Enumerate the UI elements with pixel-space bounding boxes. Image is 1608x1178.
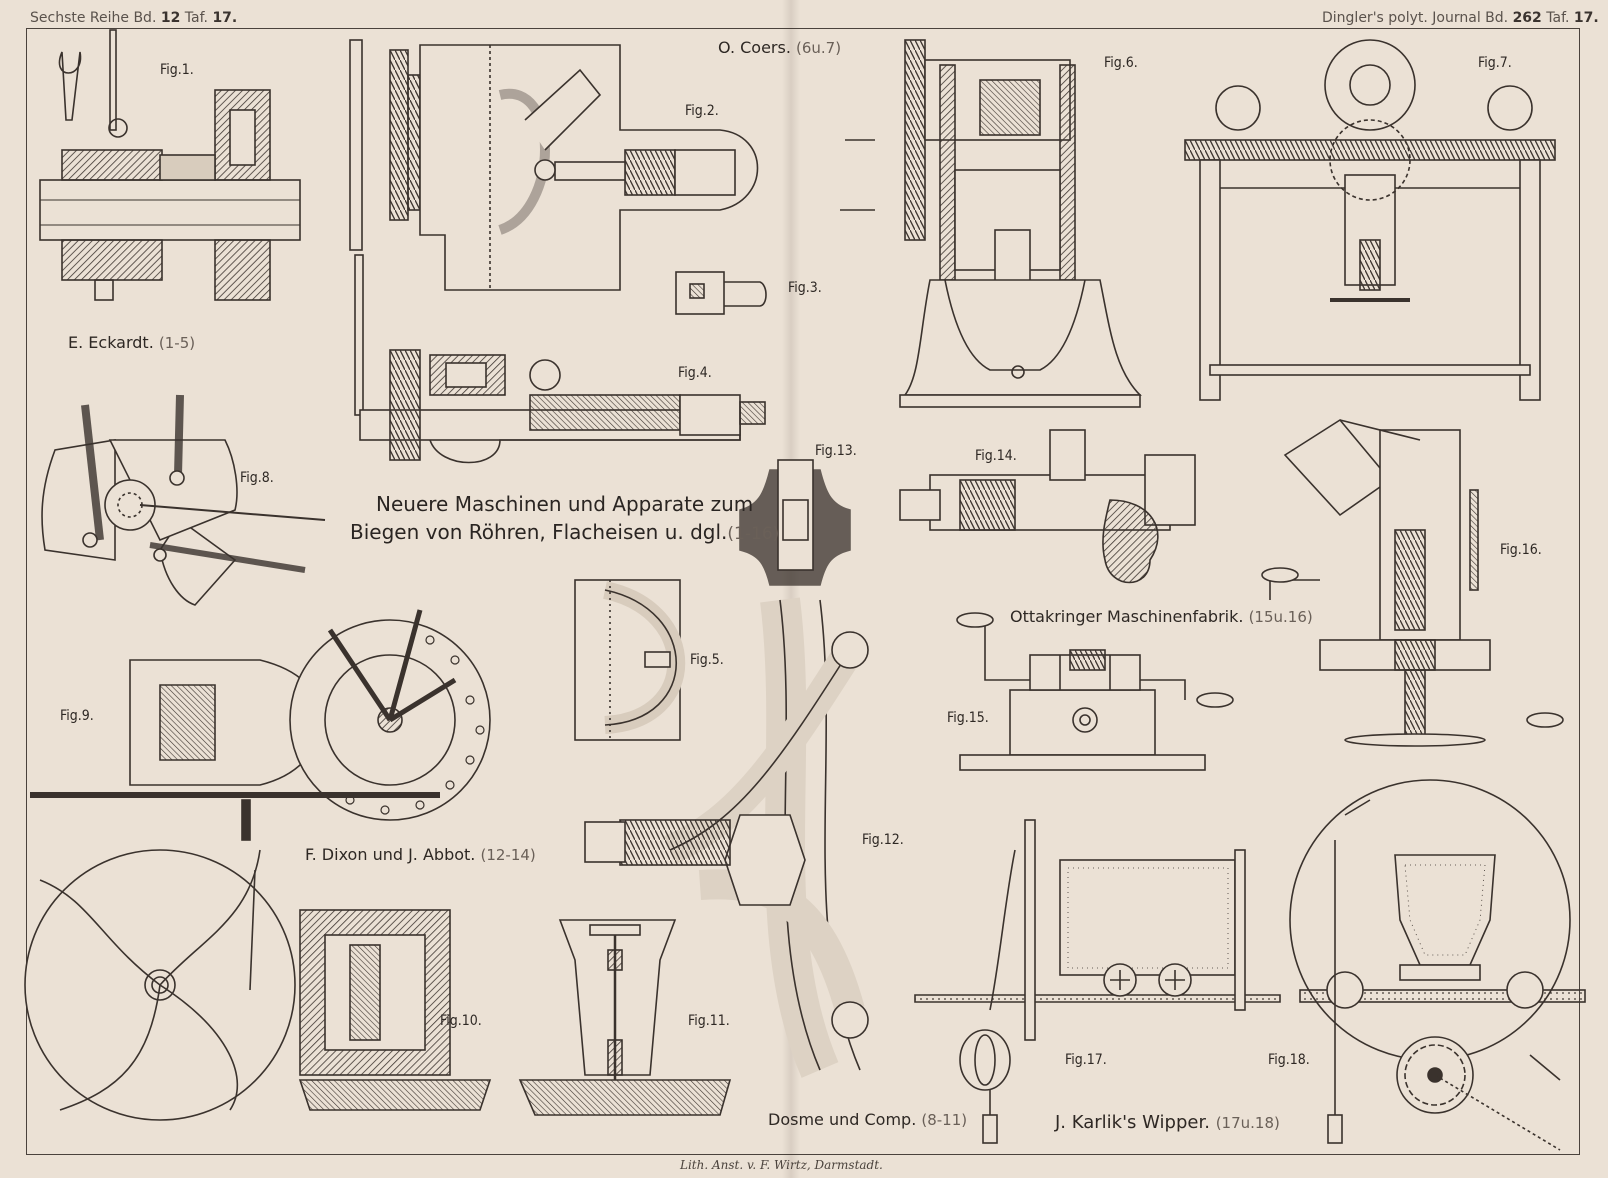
header-plate-left: 17. (212, 10, 238, 26)
header-volume-left: 12 (160, 10, 181, 26)
fig5-drawing (574, 579, 686, 741)
fig7-drawing (1184, 39, 1556, 401)
credit-coers-range: (6u.7) (796, 39, 842, 57)
fig16-drawing (1261, 418, 1564, 747)
fig6-drawing (840, 39, 1142, 408)
plate-frame (26, 28, 1580, 1155)
fig10-drawing (24, 849, 492, 1121)
credit-dixon-range: (12-14) (480, 846, 536, 864)
fig18-label: Fig.18. (1268, 1052, 1310, 1068)
plate-title-line1: Neuere Maschinen und Apparate zum (376, 492, 754, 516)
credit-karlik: J. Karlik's Wipper. (17u.18) (1055, 1112, 1280, 1133)
credit-dosme-name: Dosme und Comp. (768, 1110, 917, 1129)
credit-karlik-name: J. Karlik's Wipper. (1055, 1112, 1210, 1133)
credit-ottakringer: Ottakringer Maschinenfabrik. (15u.16) (1010, 607, 1313, 626)
credit-ottakringer-name: Ottakringer Maschinenfabrik. (1010, 607, 1244, 626)
fig5-label: Fig.5. (690, 652, 724, 668)
credit-coers-name: O. Coers. (718, 38, 791, 57)
fig15-drawing (956, 612, 1234, 771)
fig13-drawing (739, 459, 851, 586)
fig3-label: Fig.3. (788, 280, 822, 296)
credit-dosme: Dosme und Comp. (8-11) (768, 1110, 967, 1129)
plate-title: Neuere Maschinen und Apparate zum Biegen… (350, 490, 779, 548)
fig1-label: Fig.1. (160, 62, 194, 78)
fig1-drawing (39, 29, 301, 301)
fig14-label: Fig.14. (975, 448, 1017, 464)
fig15-label: Fig.15. (947, 710, 989, 726)
header-left: Sechste Reihe Bd. 12 Taf. 17. (30, 10, 237, 26)
header-plate-prefix-left: Taf. (184, 10, 208, 26)
fig6-label: Fig.6. (1104, 55, 1138, 71)
credit-dixon-name: F. Dixon und J. Abbot. (305, 845, 476, 864)
lithographer-credit: Lith. Anst. v. F. Wirtz, Darmstadt. (680, 1158, 883, 1172)
credit-dixon: F. Dixon und J. Abbot. (12-14) (305, 845, 536, 864)
fig10-label: Fig.10. (440, 1013, 482, 1029)
fig16-label: Fig.16. (1500, 542, 1542, 558)
fig14-drawing (899, 429, 1196, 584)
credit-eckardt: E. Eckardt. (1-5) (68, 333, 195, 352)
credit-eckardt-range: (1-5) (158, 334, 196, 352)
fig11-label: Fig.11. (688, 1013, 730, 1029)
credit-ottakringer-range: (15u.16) (1248, 608, 1313, 626)
header-plate-right: 17. (1573, 10, 1599, 26)
header-right: Dingler's polyt. Journal Bd. 262 Taf. 17… (1322, 10, 1599, 26)
fig12-label: Fig.12. (862, 832, 904, 848)
credit-dosme-range: (8-11) (921, 1111, 968, 1129)
header-series-text: Sechste Reihe Bd. (30, 10, 157, 26)
credit-karlik-range: (17u.18) (1215, 1114, 1280, 1132)
fig9-drawing (30, 609, 491, 841)
fig4-drawing (354, 254, 766, 464)
fig13-label: Fig.13. (815, 443, 857, 459)
header-volume-right: 262 (1512, 10, 1542, 26)
fig2-drawing (349, 39, 759, 291)
fig9-label: Fig.9. (60, 708, 94, 724)
fig8-label: Fig.8. (240, 470, 274, 486)
fig3-drawing (675, 271, 767, 315)
fig17-drawing (914, 819, 1281, 1144)
header-plate-prefix-right: Taf. (1546, 10, 1570, 26)
plate-title-line2: Biegen von Röhren, Flacheisen u. dgl. (350, 520, 728, 544)
credit-eckardt-name: E. Eckardt. (68, 333, 154, 352)
header-journal-text: Dingler's polyt. Journal Bd. (1322, 10, 1509, 26)
credit-coers: O. Coers. (6u.7) (718, 38, 841, 57)
fig17-label: Fig.17. (1065, 1052, 1107, 1068)
fig18-drawing (1289, 779, 1586, 1151)
fig12-drawing (584, 597, 869, 1078)
fig2-label: Fig.2. (685, 103, 719, 119)
fig8-drawing (41, 394, 326, 606)
fig7-label: Fig.7. (1478, 55, 1512, 71)
fig11-drawing (518, 919, 732, 1116)
plate-title-range: (1-16) (727, 524, 780, 544)
fig4-label: Fig.4. (678, 365, 712, 381)
